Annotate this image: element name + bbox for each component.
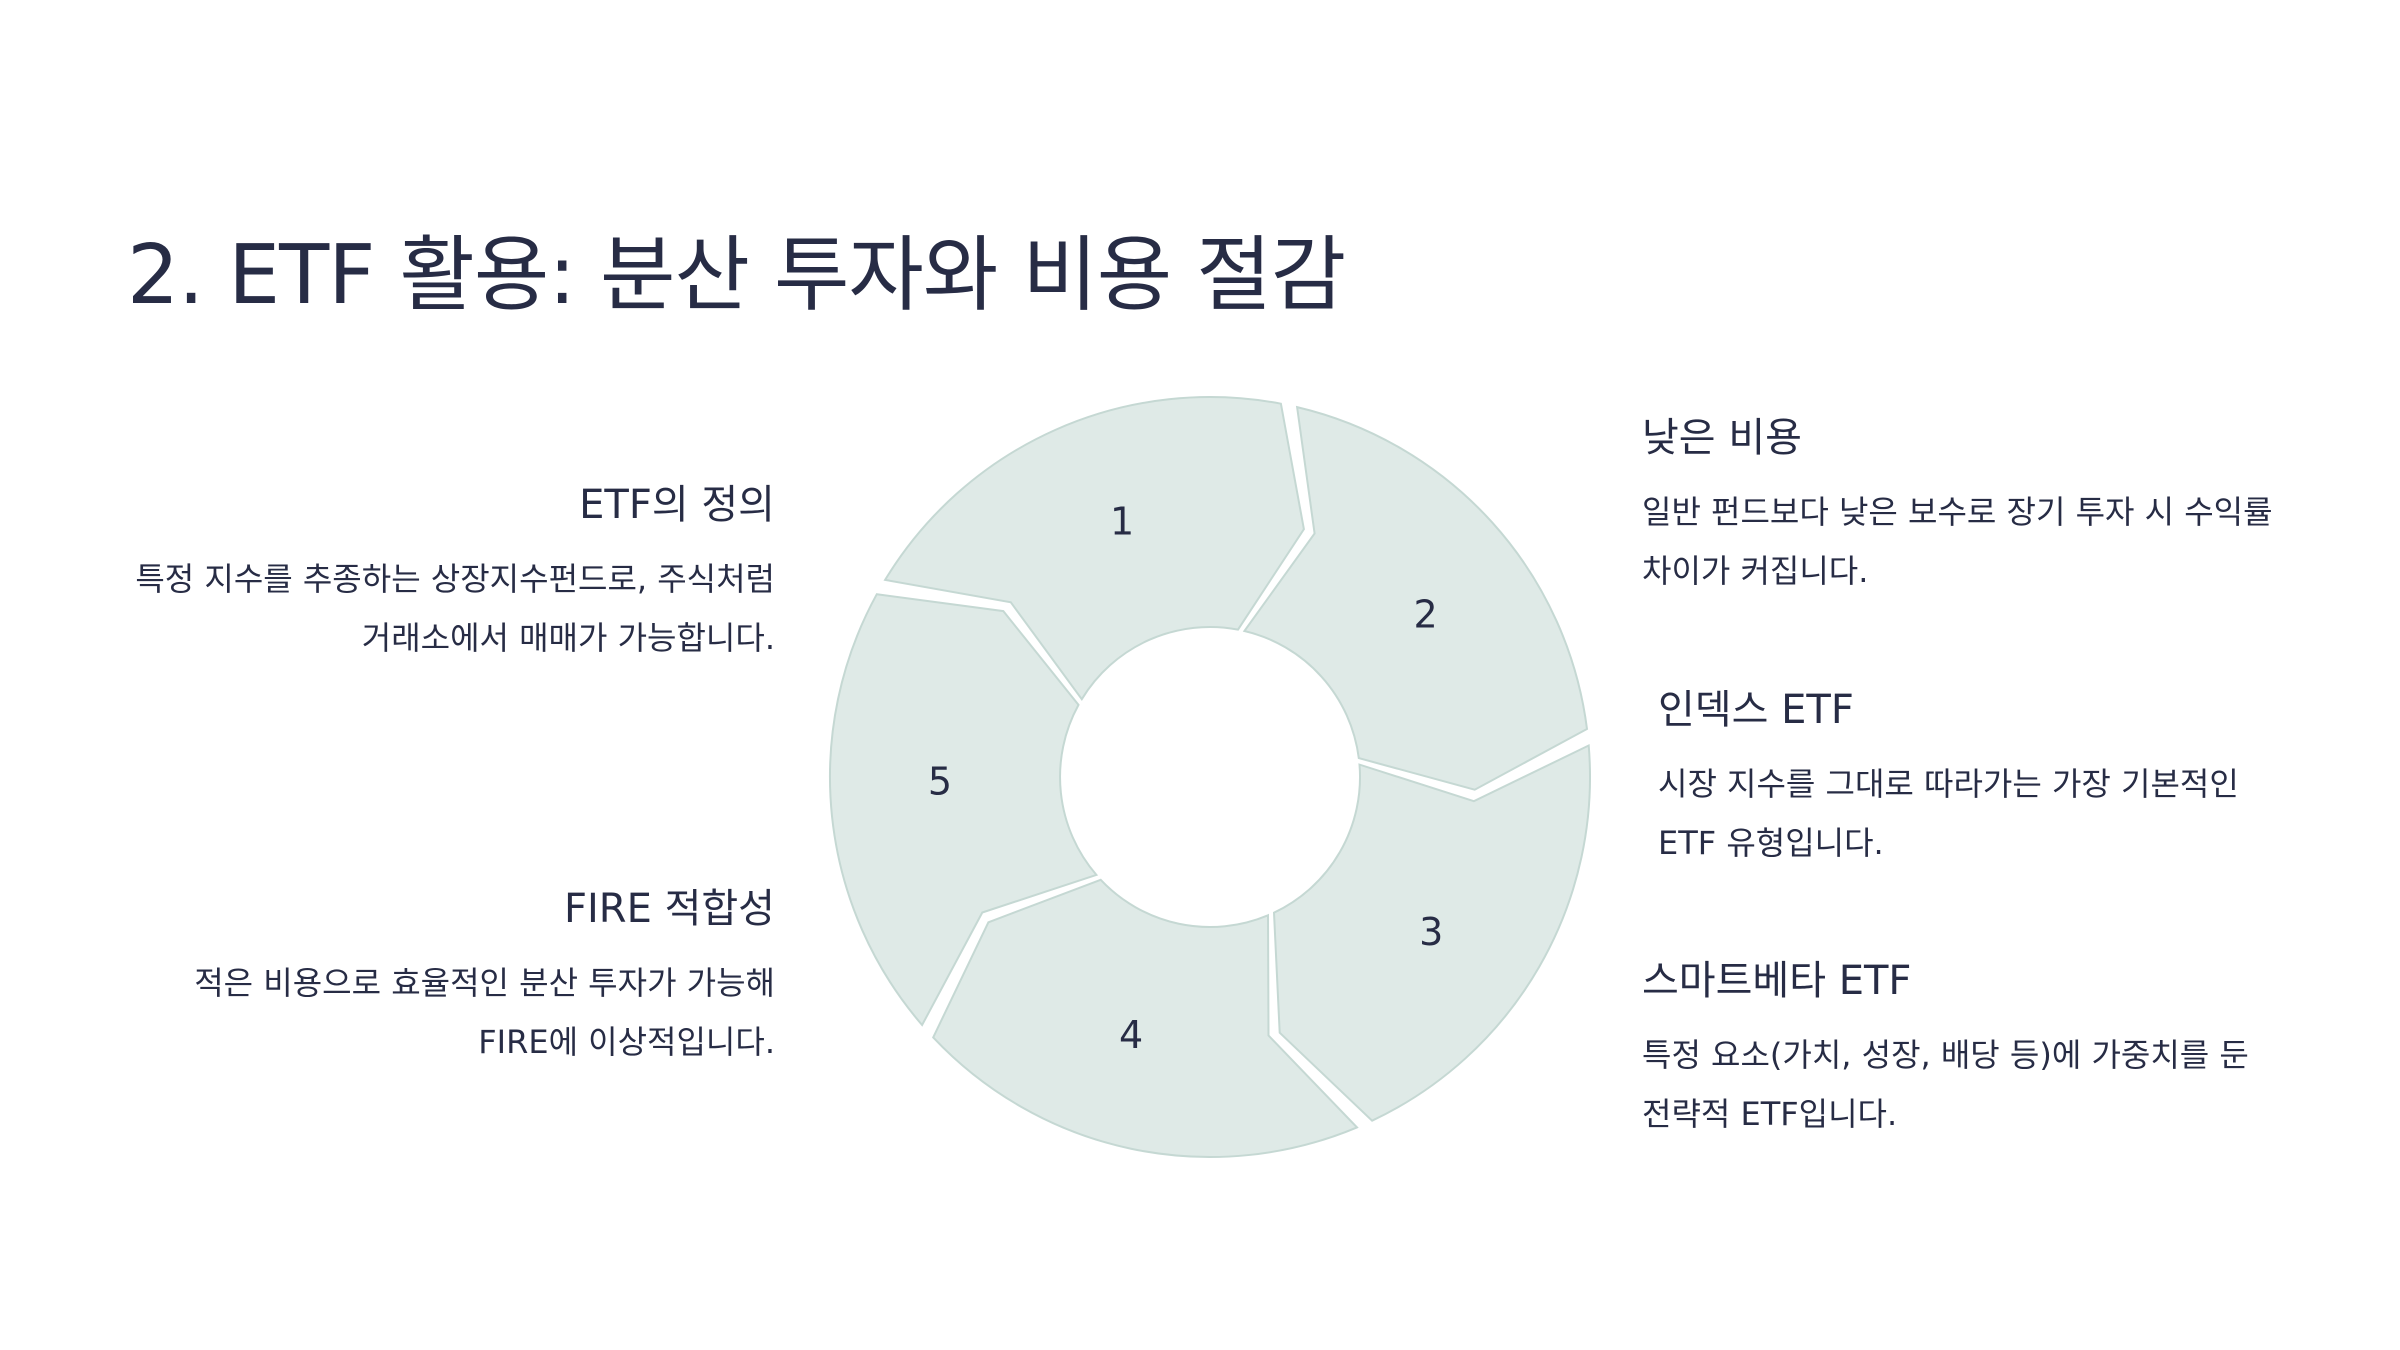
fire-fit-text: 적은 비용으로 효율적인 분산 투자가 가능해 FIRE에 이상적입니다. [194, 964, 775, 1061]
cycle-segment-5 [828, 593, 1099, 1027]
cycle-segment-2 [1242, 405, 1589, 791]
cycle-segment-label-3: 3 [1419, 910, 1443, 954]
etf-definition-block: ETF의 정의 특정 지수를 추종하는 상장지수펀드로, 주식처럼 거래소에서 … [125, 472, 775, 668]
cycle-segment-label-5: 5 [928, 760, 952, 804]
low-cost-text: 일반 펀드보다 낮은 보수로 장기 투자 시 수익률 차이가 커집니다. [1642, 493, 2273, 590]
cycle-segment-label-1: 1 [1110, 500, 1134, 544]
index-etf-heading: 인덱스 ETF [1658, 687, 1854, 733]
cycle-segment-label-2: 2 [1414, 593, 1438, 637]
cycle-segment-3 [1272, 743, 1592, 1122]
index-etf-block: 인덱스 ETF 시장 지수를 그대로 따라가는 가장 기본적인 ETF 유형입니… [1658, 677, 2288, 873]
smart-beta-etf-heading: 스마트베타 ETF [1642, 958, 1912, 1004]
cycle-segment-label-4: 4 [1119, 1013, 1143, 1057]
low-cost-heading: 낮은 비용 [1642, 415, 1802, 461]
fire-fit-heading: FIRE 적합성 [564, 886, 775, 932]
etf-definition-heading: ETF의 정의 [579, 482, 775, 528]
low-cost-block: 낮은 비용 일반 펀드보다 낮은 보수로 장기 투자 시 수익률 차이가 커집니… [1642, 405, 2282, 601]
etf-definition-text: 특정 지수를 추종하는 상장지수펀드로, 주식처럼 거래소에서 매매가 가능합니… [135, 560, 775, 657]
cycle-segment-4 [932, 878, 1359, 1158]
smart-beta-etf-block: 스마트베타 ETF 특정 요소(가치, 성장, 배당 등)에 가중치를 둔 전략… [1642, 948, 2282, 1144]
index-etf-text: 시장 지수를 그대로 따라가는 가장 기본적인 ETF 유형입니다. [1658, 765, 2239, 862]
cycle-segment-1 [883, 396, 1305, 701]
page-title: 2. ETF 활용: 분산 투자와 비용 절감 [127, 228, 1346, 323]
fire-fit-block: FIRE 적합성 적은 비용으로 효율적인 분산 투자가 가능해 FIRE에 이… [125, 876, 775, 1072]
smart-beta-etf-text: 특정 요소(가치, 성장, 배당 등)에 가중치를 둔 전략적 ETF입니다. [1642, 1036, 2249, 1133]
